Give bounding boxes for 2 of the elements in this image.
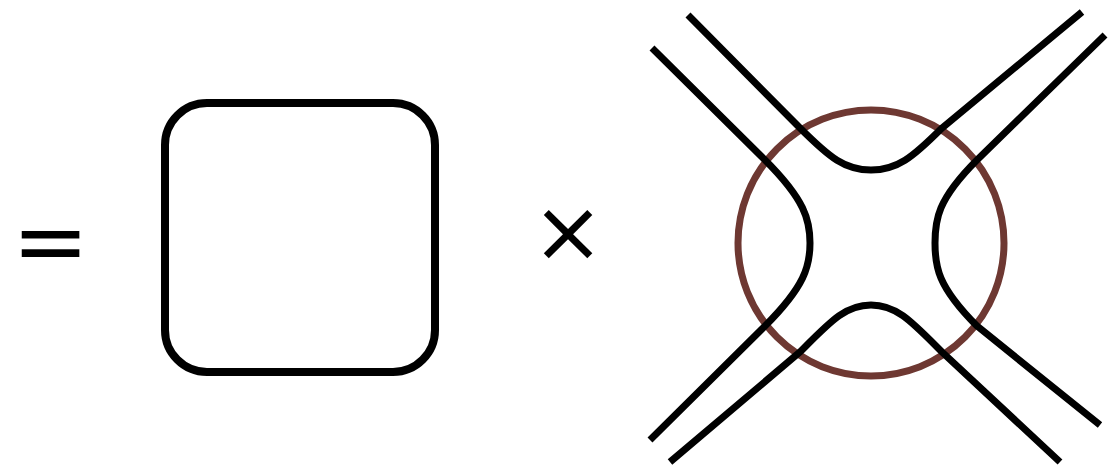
times-sign: ×	[532, 188, 605, 274]
equals-sign: =	[12, 196, 90, 288]
